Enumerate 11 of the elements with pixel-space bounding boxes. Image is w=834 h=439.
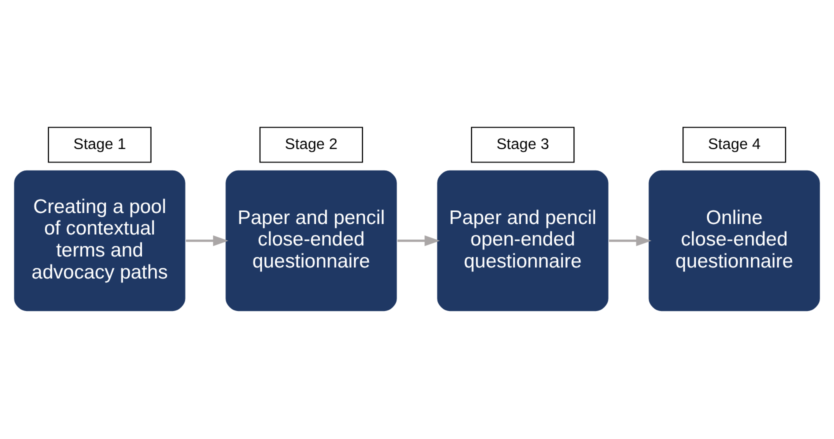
arrow <box>609 235 652 246</box>
node-box: Stage 3 <box>470 126 575 163</box>
arrow <box>397 235 440 246</box>
arrow <box>186 235 228 246</box>
node-box: Stage 4 <box>682 126 786 163</box>
node-box: Paper and pencil close-ended questionnaire <box>224 169 398 312</box>
node-box: Stage 1 <box>48 126 152 163</box>
node-box: Paper and pencil open-ended questionnaire <box>436 169 610 312</box>
node-box: Creating a pool of contextual terms and advocacy paths <box>13 169 186 312</box>
node-box: Online close-ended questionnaire <box>648 169 821 312</box>
node-box: Stage 2 <box>259 126 364 163</box>
